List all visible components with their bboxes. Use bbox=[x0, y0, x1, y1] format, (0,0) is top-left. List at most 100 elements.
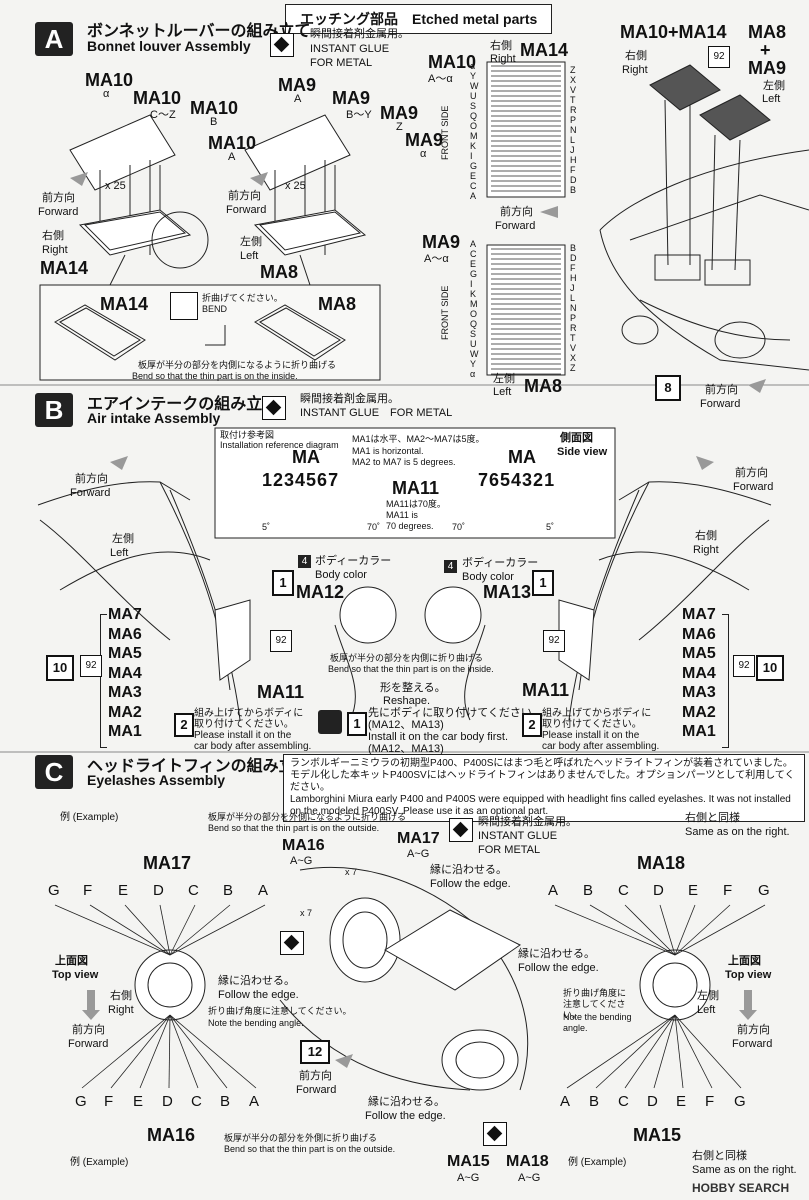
c-center-forward-jp: 前方向 bbox=[299, 1070, 332, 1082]
leader-line bbox=[168, 1014, 171, 1089]
fin-letter: E bbox=[133, 1093, 144, 1110]
page-header: エッチング部品 Etched metal parts bbox=[285, 4, 553, 34]
fret-letter: T bbox=[570, 95, 576, 105]
label-ma10-b: MA10 bbox=[190, 98, 239, 118]
center-ma16-range: A~G bbox=[290, 855, 313, 867]
paint-right-en: Body color bbox=[462, 571, 514, 583]
fret-letter: B bbox=[570, 185, 577, 195]
forward-jp: 前方向 bbox=[42, 192, 75, 204]
fin-letter: G bbox=[758, 882, 770, 899]
ref-ma11: MA11 bbox=[392, 478, 440, 498]
ma11-en-b: 70 degrees. bbox=[386, 521, 434, 531]
label-ma8: MA8 bbox=[260, 262, 299, 282]
bend-note-jp: 板厚が半分の部分を内側になるように折り曲げる bbox=[138, 360, 337, 370]
leader-line bbox=[169, 1014, 199, 1089]
leader-line bbox=[159, 904, 171, 956]
leader-line bbox=[566, 1014, 676, 1089]
fin-letter: D bbox=[653, 882, 664, 899]
assemble-right-en-a: Please install it on the bbox=[542, 730, 640, 741]
same-en-top: Same as on the right. bbox=[685, 826, 790, 838]
part-label: MA1 bbox=[108, 723, 142, 740]
bottom-note-jp: 板厚が半分の部分を外側に折り曲げる bbox=[224, 1133, 378, 1143]
fret-letter: α bbox=[470, 369, 476, 379]
fret-letter: E bbox=[470, 171, 477, 181]
mid-left-en: Left bbox=[240, 250, 259, 262]
label-ma10-a: MA10 bbox=[208, 133, 257, 153]
b-right-92: 92 bbox=[733, 655, 755, 677]
fin-letter: D bbox=[647, 1093, 658, 1110]
paint-left-en: Body color bbox=[315, 569, 367, 581]
first-en: Install it on the car body first. bbox=[368, 731, 509, 743]
center-ma17-range: A~G bbox=[407, 848, 430, 860]
fin-letter: D bbox=[162, 1093, 173, 1110]
label-x25: x 25 bbox=[105, 180, 126, 192]
car-ma10-14: MA10+MA14 bbox=[620, 22, 727, 42]
bend-ma14: MA14 bbox=[100, 294, 149, 314]
top-view-en-left: Top view bbox=[52, 969, 99, 981]
b-right-side-jp: 右側 bbox=[695, 530, 717, 542]
same-jp-bottom: 右側と同様 bbox=[692, 1150, 747, 1162]
fret-letter: E bbox=[470, 259, 477, 269]
label-ma12: MA12 bbox=[296, 582, 345, 602]
fret-letter: U bbox=[470, 339, 477, 349]
example-label-bottom-right: 例 (Example) bbox=[568, 1157, 627, 1168]
c-center-forward-en: Forward bbox=[296, 1084, 337, 1096]
fret-letter: A bbox=[470, 239, 477, 249]
first-parts-jp: (MA12、MA13) bbox=[368, 719, 444, 731]
right-en: Right bbox=[42, 244, 68, 256]
fret-letter: Y bbox=[470, 71, 477, 81]
label-ma16: MA16 bbox=[147, 1125, 196, 1145]
c-left-forward-jp: 前方向 bbox=[72, 1024, 105, 1036]
b-right-step: 10 bbox=[756, 655, 784, 681]
ref-ma-right: MA bbox=[508, 447, 536, 467]
leader-line bbox=[169, 904, 231, 956]
b-left-side-en: Left bbox=[110, 547, 129, 559]
fret-letter: Z bbox=[570, 363, 576, 373]
car-right-en: Right bbox=[622, 64, 648, 76]
fret-letter: A bbox=[470, 191, 477, 201]
glue-jp: 瞬間接着剤金属用。 bbox=[310, 28, 409, 40]
part-label: MA4 bbox=[682, 664, 716, 682]
mid-left-jp: 左側 bbox=[240, 236, 262, 248]
fret-letter: U bbox=[470, 91, 477, 101]
fin-letter: E bbox=[688, 882, 699, 899]
b-right-side-en: Right bbox=[693, 544, 719, 556]
car-left-en: Left bbox=[762, 93, 781, 105]
reshape-en: Reshape. bbox=[383, 695, 431, 707]
glue-c-en-b: FOR METAL bbox=[478, 844, 541, 856]
fin-letter: A bbox=[560, 1093, 571, 1110]
fret-letter: S bbox=[470, 329, 477, 339]
fin-letter: C bbox=[188, 882, 199, 899]
glue-b-jp: 瞬間接着剤金属用。 bbox=[300, 393, 399, 405]
assemble-left-jp-a: 組み上げてからボディに bbox=[194, 708, 304, 719]
eyelash-note-en: Lamborghini Miura early P400 and P400S w… bbox=[290, 794, 791, 817]
ref-note-en-b: MA2 to MA7 is 5 degrees. bbox=[352, 457, 456, 467]
glue-diamond-icon bbox=[270, 33, 294, 57]
fret-letter: M bbox=[470, 299, 478, 309]
leader-line bbox=[624, 1014, 676, 1089]
part-label: MA6 bbox=[108, 625, 142, 643]
ref-ma-left: MA bbox=[292, 447, 320, 467]
same-en-bottom: Same as on the right. bbox=[692, 1164, 797, 1176]
part-label: MA2 bbox=[682, 703, 716, 721]
assemble-left-en-a: Please install it on the bbox=[194, 730, 292, 741]
fret-letter: N bbox=[570, 303, 577, 313]
fin-letter: B bbox=[220, 1093, 231, 1110]
example-label-top: 例 (Example) bbox=[60, 812, 119, 823]
fin-letter: D bbox=[153, 882, 164, 899]
step-8: 8 bbox=[655, 375, 681, 401]
part-label: MA3 bbox=[108, 684, 142, 701]
label-ma10-alpha: MA10 bbox=[85, 70, 134, 90]
deg5-left: 5˚ bbox=[262, 522, 271, 532]
eyelash-note-jp: ランボルギーニミウラの初期型P400、P400Sにはまつ毛と呼ばれたヘッドライト… bbox=[290, 758, 795, 793]
b-bend-en: Bend so that the thin part is on the ins… bbox=[328, 664, 494, 674]
fin-letter: G bbox=[48, 882, 60, 899]
label-cz: C〜Z bbox=[150, 109, 176, 121]
ma11-en-a: MA11 is bbox=[386, 510, 418, 520]
step-12: 12 bbox=[300, 1040, 330, 1064]
bend-en: BEND bbox=[202, 304, 228, 314]
fin-letter: B bbox=[589, 1093, 600, 1110]
fret-letter: X bbox=[570, 353, 577, 363]
fret-letter: K bbox=[470, 289, 477, 299]
top-view-jp-left: 上面図 bbox=[55, 955, 88, 967]
